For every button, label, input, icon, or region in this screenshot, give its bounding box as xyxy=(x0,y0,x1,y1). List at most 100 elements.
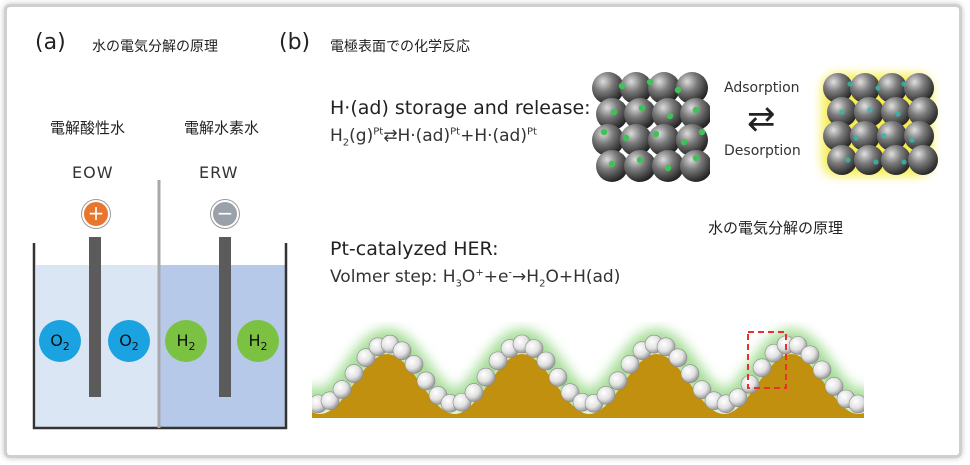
pt-surface-atom xyxy=(524,339,544,358)
panel-b-title: 電極表面での化学反応 xyxy=(330,39,470,55)
pt-atom xyxy=(881,145,911,175)
pt-cluster-desorbed-icon xyxy=(822,73,938,176)
pt-surface-atom xyxy=(488,351,508,371)
pt-atom xyxy=(908,97,938,127)
adsorbed-h-dot xyxy=(839,109,845,115)
pt-atom xyxy=(624,150,656,182)
pt-atom xyxy=(592,124,624,156)
pt-surface-atom xyxy=(356,348,376,367)
hydrogen-dot xyxy=(698,128,706,136)
pt-surface-atom xyxy=(596,386,616,405)
tank-outline xyxy=(32,180,288,430)
pt-atom xyxy=(850,73,880,103)
hydrogen-dot xyxy=(610,108,618,116)
eow-label: EOW xyxy=(72,163,114,182)
pt-atom xyxy=(624,98,656,130)
pt-surface-atom xyxy=(692,380,712,399)
pt-atom xyxy=(877,73,907,103)
pt-atom xyxy=(877,121,907,151)
hydrogen-dot xyxy=(638,104,646,112)
pt-atom xyxy=(680,98,710,130)
pt-surface-atom xyxy=(668,348,688,368)
pt-atom xyxy=(854,145,884,175)
principle-caption: 水の電気分解の原理 xyxy=(708,219,844,237)
pt-surface-atom xyxy=(344,364,364,383)
pt-atom xyxy=(904,121,934,151)
hydrogen-dot xyxy=(666,112,674,120)
volmer-equation: Volmer step: H3O++e-→H2O+H(ad) xyxy=(330,267,621,290)
pt-atom xyxy=(823,73,853,103)
pt-atom xyxy=(676,72,708,104)
pt-atom xyxy=(908,145,938,175)
adsorbed-h-dot xyxy=(901,159,907,165)
pt-surface-atom xyxy=(320,391,340,411)
pt-surface-atom xyxy=(824,377,844,396)
pt-surface-atom xyxy=(392,341,412,361)
hydrogen-dot xyxy=(692,154,700,162)
pt-atom xyxy=(850,121,880,151)
panel-b-letter: (b) xyxy=(279,30,311,55)
hydrogen-dot xyxy=(600,128,608,136)
pt-surface-atom xyxy=(848,394,864,414)
hydrogen-dot xyxy=(646,78,654,86)
equilibrium-arrow-icon: ⇄ xyxy=(747,99,776,139)
cathode-electrode xyxy=(219,237,231,397)
pt-surface-atom xyxy=(620,354,640,374)
erw-label: ERW xyxy=(199,163,239,182)
pt-atom xyxy=(827,145,857,175)
oxygen-bubble: O2 xyxy=(108,320,150,362)
hydrogen-dot xyxy=(680,138,688,146)
adsorbed-h-dot xyxy=(845,157,851,163)
hydrogen-dot xyxy=(652,130,660,138)
adsorbed-h-dot xyxy=(867,107,873,113)
adsorbed-h-dot xyxy=(909,137,915,143)
pt-surface-atom xyxy=(800,345,820,365)
hydrogen-dot xyxy=(664,164,672,172)
pt-surface-atom xyxy=(680,364,700,383)
pt-surface-atom xyxy=(752,358,772,378)
pt-surface-atom xyxy=(536,351,556,371)
pt-atom xyxy=(620,124,652,156)
desorption-label: Desorption xyxy=(724,143,801,159)
left-side-label: 電解酸性水 xyxy=(50,119,126,137)
pt-surface-atom xyxy=(608,371,628,391)
adsorbed-h-dot xyxy=(847,81,853,87)
electrode-surface xyxy=(312,328,864,418)
pt-atom xyxy=(680,150,710,182)
pt-atom xyxy=(823,121,853,151)
storage-heading: H·(ad) storage and release: xyxy=(330,97,591,119)
hydrogen-bubble: H2 xyxy=(237,320,279,362)
pt-atom xyxy=(648,72,680,104)
pt-surface-atom xyxy=(476,367,496,387)
anode-electrode xyxy=(89,237,101,397)
right-side-label: 電解水素水 xyxy=(184,119,260,137)
adsorbed-h-dot xyxy=(853,135,859,141)
storage-equation: H2(g)Pt⇄H·(ad)Pt+H·(ad)Pt xyxy=(330,126,537,149)
pt-atom xyxy=(881,97,911,127)
pt-surface-atom xyxy=(740,375,760,394)
pt-atom xyxy=(904,73,934,103)
panel-a-title: 水の電気分解の原理 xyxy=(92,39,218,55)
hydrogen-dot xyxy=(608,160,616,168)
panel-a-letter: (a) xyxy=(35,30,66,55)
adsorbed-h-dot xyxy=(901,81,907,87)
hydrogen-bubble: H2 xyxy=(165,320,207,362)
adsorbed-h-dot xyxy=(875,85,881,91)
pt-atom xyxy=(592,72,624,104)
cathode-minus-icon: − xyxy=(211,200,239,228)
anode-plus-icon: + xyxy=(82,200,110,228)
oxygen-bubble: O2 xyxy=(39,320,81,362)
pt-surface-atom xyxy=(812,360,832,380)
pt-surface-atom xyxy=(332,380,352,399)
highlight-dashed-box xyxy=(747,331,787,389)
pt-surface-atom xyxy=(464,383,484,402)
adsorbed-h-dot xyxy=(881,133,887,139)
pt-surface-atom xyxy=(416,371,436,391)
pt-surface-atom xyxy=(548,368,568,387)
hydrogen-dot xyxy=(692,106,700,114)
pt-surface-atom xyxy=(404,355,424,374)
pt-cluster-adsorbed-icon xyxy=(592,72,710,182)
hydrogen-dot xyxy=(618,82,626,90)
pt-atom xyxy=(620,72,652,104)
adsorption-label: Adsorption xyxy=(724,80,800,96)
